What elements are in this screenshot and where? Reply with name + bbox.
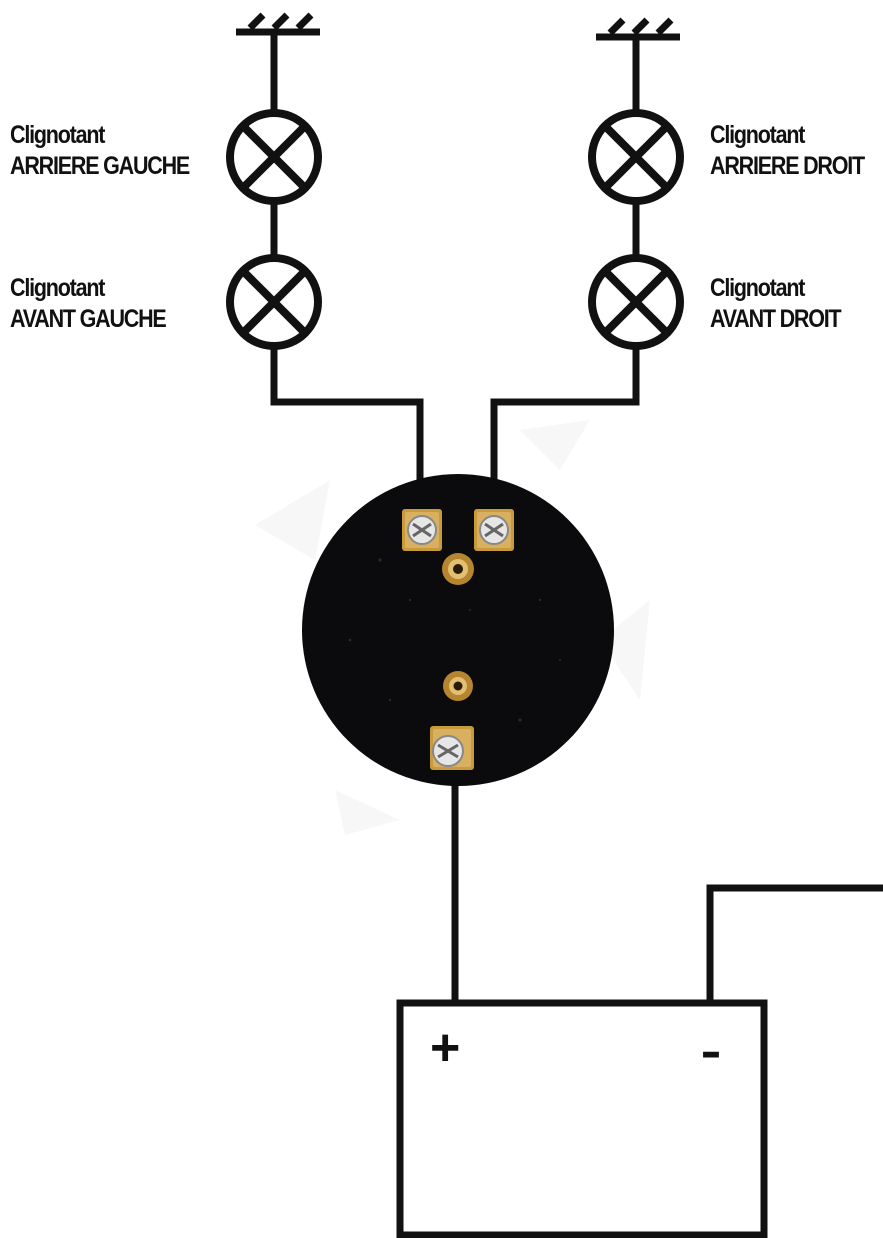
lamp-rear-left-icon bbox=[226, 109, 322, 205]
eyelet-bottom bbox=[443, 671, 473, 701]
label-rear-left-line1: Clignotant bbox=[10, 121, 105, 149]
eyelet-top bbox=[442, 553, 474, 585]
watermark-shape bbox=[255, 420, 650, 835]
label-rear-left-line2: ARRIERE GAUCHE bbox=[10, 152, 190, 180]
label-rear-right-line2: ARRIERE DROIT bbox=[710, 152, 865, 180]
label-front-right: Clignotant AVANT DROIT bbox=[710, 273, 842, 335]
label-front-left: Clignotant AVANT GAUCHE bbox=[10, 273, 167, 335]
label-front-left-line1: Clignotant bbox=[10, 274, 105, 302]
terminal-bottom bbox=[430, 726, 474, 770]
wire-left bbox=[270, 32, 424, 508]
label-front-right-line2: AVANT DROIT bbox=[710, 305, 842, 333]
label-front-right-line1: Clignotant bbox=[710, 274, 805, 302]
lamp-rear-right-icon bbox=[588, 109, 684, 205]
wire-negative bbox=[706, 884, 883, 1000]
terminal-left bbox=[402, 509, 442, 551]
battery bbox=[396, 999, 768, 1238]
wire-right bbox=[490, 37, 640, 508]
label-rear-right: Clignotant ARRIERE DROIT bbox=[710, 120, 865, 182]
ground-symbol-left bbox=[236, 12, 320, 36]
flasher-relay bbox=[302, 474, 614, 786]
battery-minus-sign: - bbox=[700, 1025, 722, 1078]
lamp-front-left-icon bbox=[226, 254, 322, 350]
label-front-left-line2: AVANT GAUCHE bbox=[10, 305, 167, 333]
battery-plus-sign: + bbox=[430, 1019, 461, 1077]
terminal-right bbox=[474, 509, 514, 551]
label-rear-right-line1: Clignotant bbox=[710, 121, 805, 149]
label-rear-left: Clignotant ARRIERE GAUCHE bbox=[10, 120, 190, 182]
ground-symbol-right bbox=[596, 17, 680, 41]
lamp-front-right-icon bbox=[588, 254, 684, 350]
